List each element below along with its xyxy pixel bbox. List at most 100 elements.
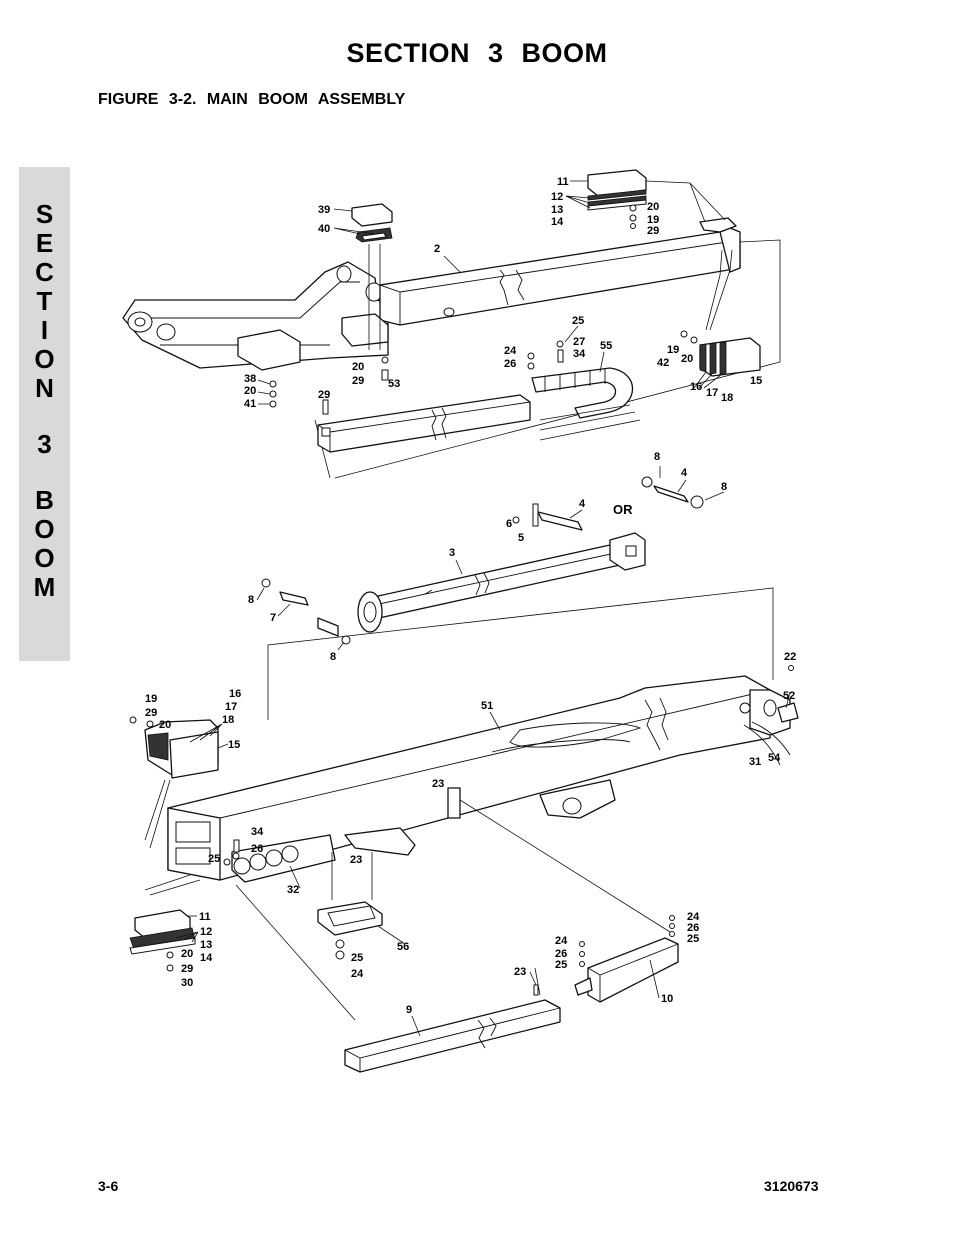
callout: 20 <box>352 361 364 373</box>
pin-4-upper <box>641 476 704 509</box>
callout: 18 <box>721 392 733 404</box>
fly-boom-section-9 <box>344 967 561 1073</box>
cable-tray-56 <box>317 901 383 960</box>
callout: 23 <box>514 966 526 978</box>
callout: 34 <box>573 348 586 360</box>
or-label: OR <box>613 502 633 517</box>
side-tab-letter: O <box>34 344 55 374</box>
callout: 19 <box>145 693 157 705</box>
callout: 15 <box>228 739 240 751</box>
power-track-53 <box>317 394 531 453</box>
callout: 8 <box>721 481 727 493</box>
callout: 4 <box>579 498 586 510</box>
callout: 6 <box>506 518 512 530</box>
callout: 22 <box>784 651 796 663</box>
side-tab-letter: S <box>35 199 54 229</box>
callout: 53 <box>388 378 400 390</box>
callout: 42 <box>657 357 669 369</box>
page-number: 3-6 <box>98 1178 119 1194</box>
callout: 54 <box>768 752 781 764</box>
callout: 11 <box>557 176 569 188</box>
callout: 25 <box>572 315 584 327</box>
hardware-mid <box>223 665 794 866</box>
hardware-top-middle <box>269 340 564 415</box>
callout: 8 <box>330 651 336 663</box>
callout: 13 <box>200 939 212 951</box>
section-title: SECTION 3 BOOM <box>346 38 608 68</box>
pin-4-lower <box>512 503 583 531</box>
platform-support-10 <box>459 799 679 1003</box>
callout: 24 <box>555 935 568 947</box>
callout: 23 <box>432 778 444 790</box>
callout: 26 <box>504 358 516 370</box>
side-tab-letter: B <box>35 485 54 515</box>
callout: 29 <box>318 389 330 401</box>
mid-boom-section-51 <box>167 675 799 881</box>
callout: 25 <box>555 959 567 971</box>
callout: 39 <box>318 204 330 216</box>
hardware-bottom <box>579 915 675 967</box>
callout: 4 <box>681 467 688 479</box>
callout: 23 <box>350 854 362 866</box>
callout: 51 <box>481 700 493 712</box>
pin-7 <box>261 578 351 645</box>
telescope-cylinder-3 <box>357 532 646 633</box>
callout: 20 <box>181 948 193 960</box>
callout: 40 <box>318 223 330 235</box>
callout: 24 <box>504 345 517 357</box>
pad-23-upper <box>447 787 461 819</box>
side-wear-pad-left <box>129 716 219 849</box>
callout: 25 <box>687 933 699 945</box>
callout: 24 <box>687 911 700 923</box>
cable-guide-23 <box>331 827 416 900</box>
callout: 2 <box>434 243 440 255</box>
callout: 27 <box>573 336 585 348</box>
callout: 30 <box>181 977 193 989</box>
callout: 29 <box>647 225 659 237</box>
callout: 29 <box>352 375 364 387</box>
callout: 32 <box>287 884 299 896</box>
callout: 17 <box>225 701 237 713</box>
callout: 16 <box>229 688 241 700</box>
callout: 14 <box>551 216 564 228</box>
document-number: 3120673 <box>764 1178 819 1194</box>
callout: 25 <box>208 853 220 865</box>
callout: 31 <box>749 756 761 768</box>
power-track-support-32 <box>231 834 356 1021</box>
bottom-wear-pad-left <box>129 874 201 972</box>
callout-leaders <box>175 180 791 1037</box>
top-wear-pad-assembly <box>587 169 737 233</box>
callout: 29 <box>145 707 157 719</box>
callout: 8 <box>654 451 660 463</box>
callout: 3 <box>449 547 455 559</box>
callout: 20 <box>681 353 693 365</box>
callout: 20 <box>244 385 256 397</box>
side-tab-letter: E <box>35 228 54 258</box>
callout: 7 <box>270 612 276 624</box>
side-tab-letter: T <box>36 286 53 316</box>
callout: 26 <box>687 922 699 934</box>
callout-labels: 11 12 13 14 20 19 29 39 40 2 20 29 53 38… <box>145 176 796 1016</box>
side-tab-letter: 3 <box>37 429 52 459</box>
callout: 41 <box>244 398 256 410</box>
callout: 8 <box>248 594 254 606</box>
callout: 12 <box>551 191 563 203</box>
side-tab-letter: O <box>34 514 55 544</box>
callout: 38 <box>244 373 256 385</box>
cable-carrier-55 <box>531 367 641 441</box>
callout: 16 <box>690 381 702 393</box>
frame-lines-lower <box>267 587 774 720</box>
callout: 14 <box>200 952 213 964</box>
callout: 9 <box>406 1004 412 1016</box>
wear-pad-39-40 <box>351 203 393 350</box>
callout: 56 <box>397 941 409 953</box>
callout: 34 <box>251 826 264 838</box>
side-tab-letter: I <box>40 315 49 345</box>
callout: 25 <box>351 952 363 964</box>
side-wear-pad-right <box>680 249 761 377</box>
figure-title: FIGURE 3-2. MAIN BOOM ASSEMBLY <box>98 91 406 108</box>
callout: 18 <box>222 714 234 726</box>
callout: 19 <box>647 214 659 226</box>
side-tab-letter: N <box>35 373 54 403</box>
